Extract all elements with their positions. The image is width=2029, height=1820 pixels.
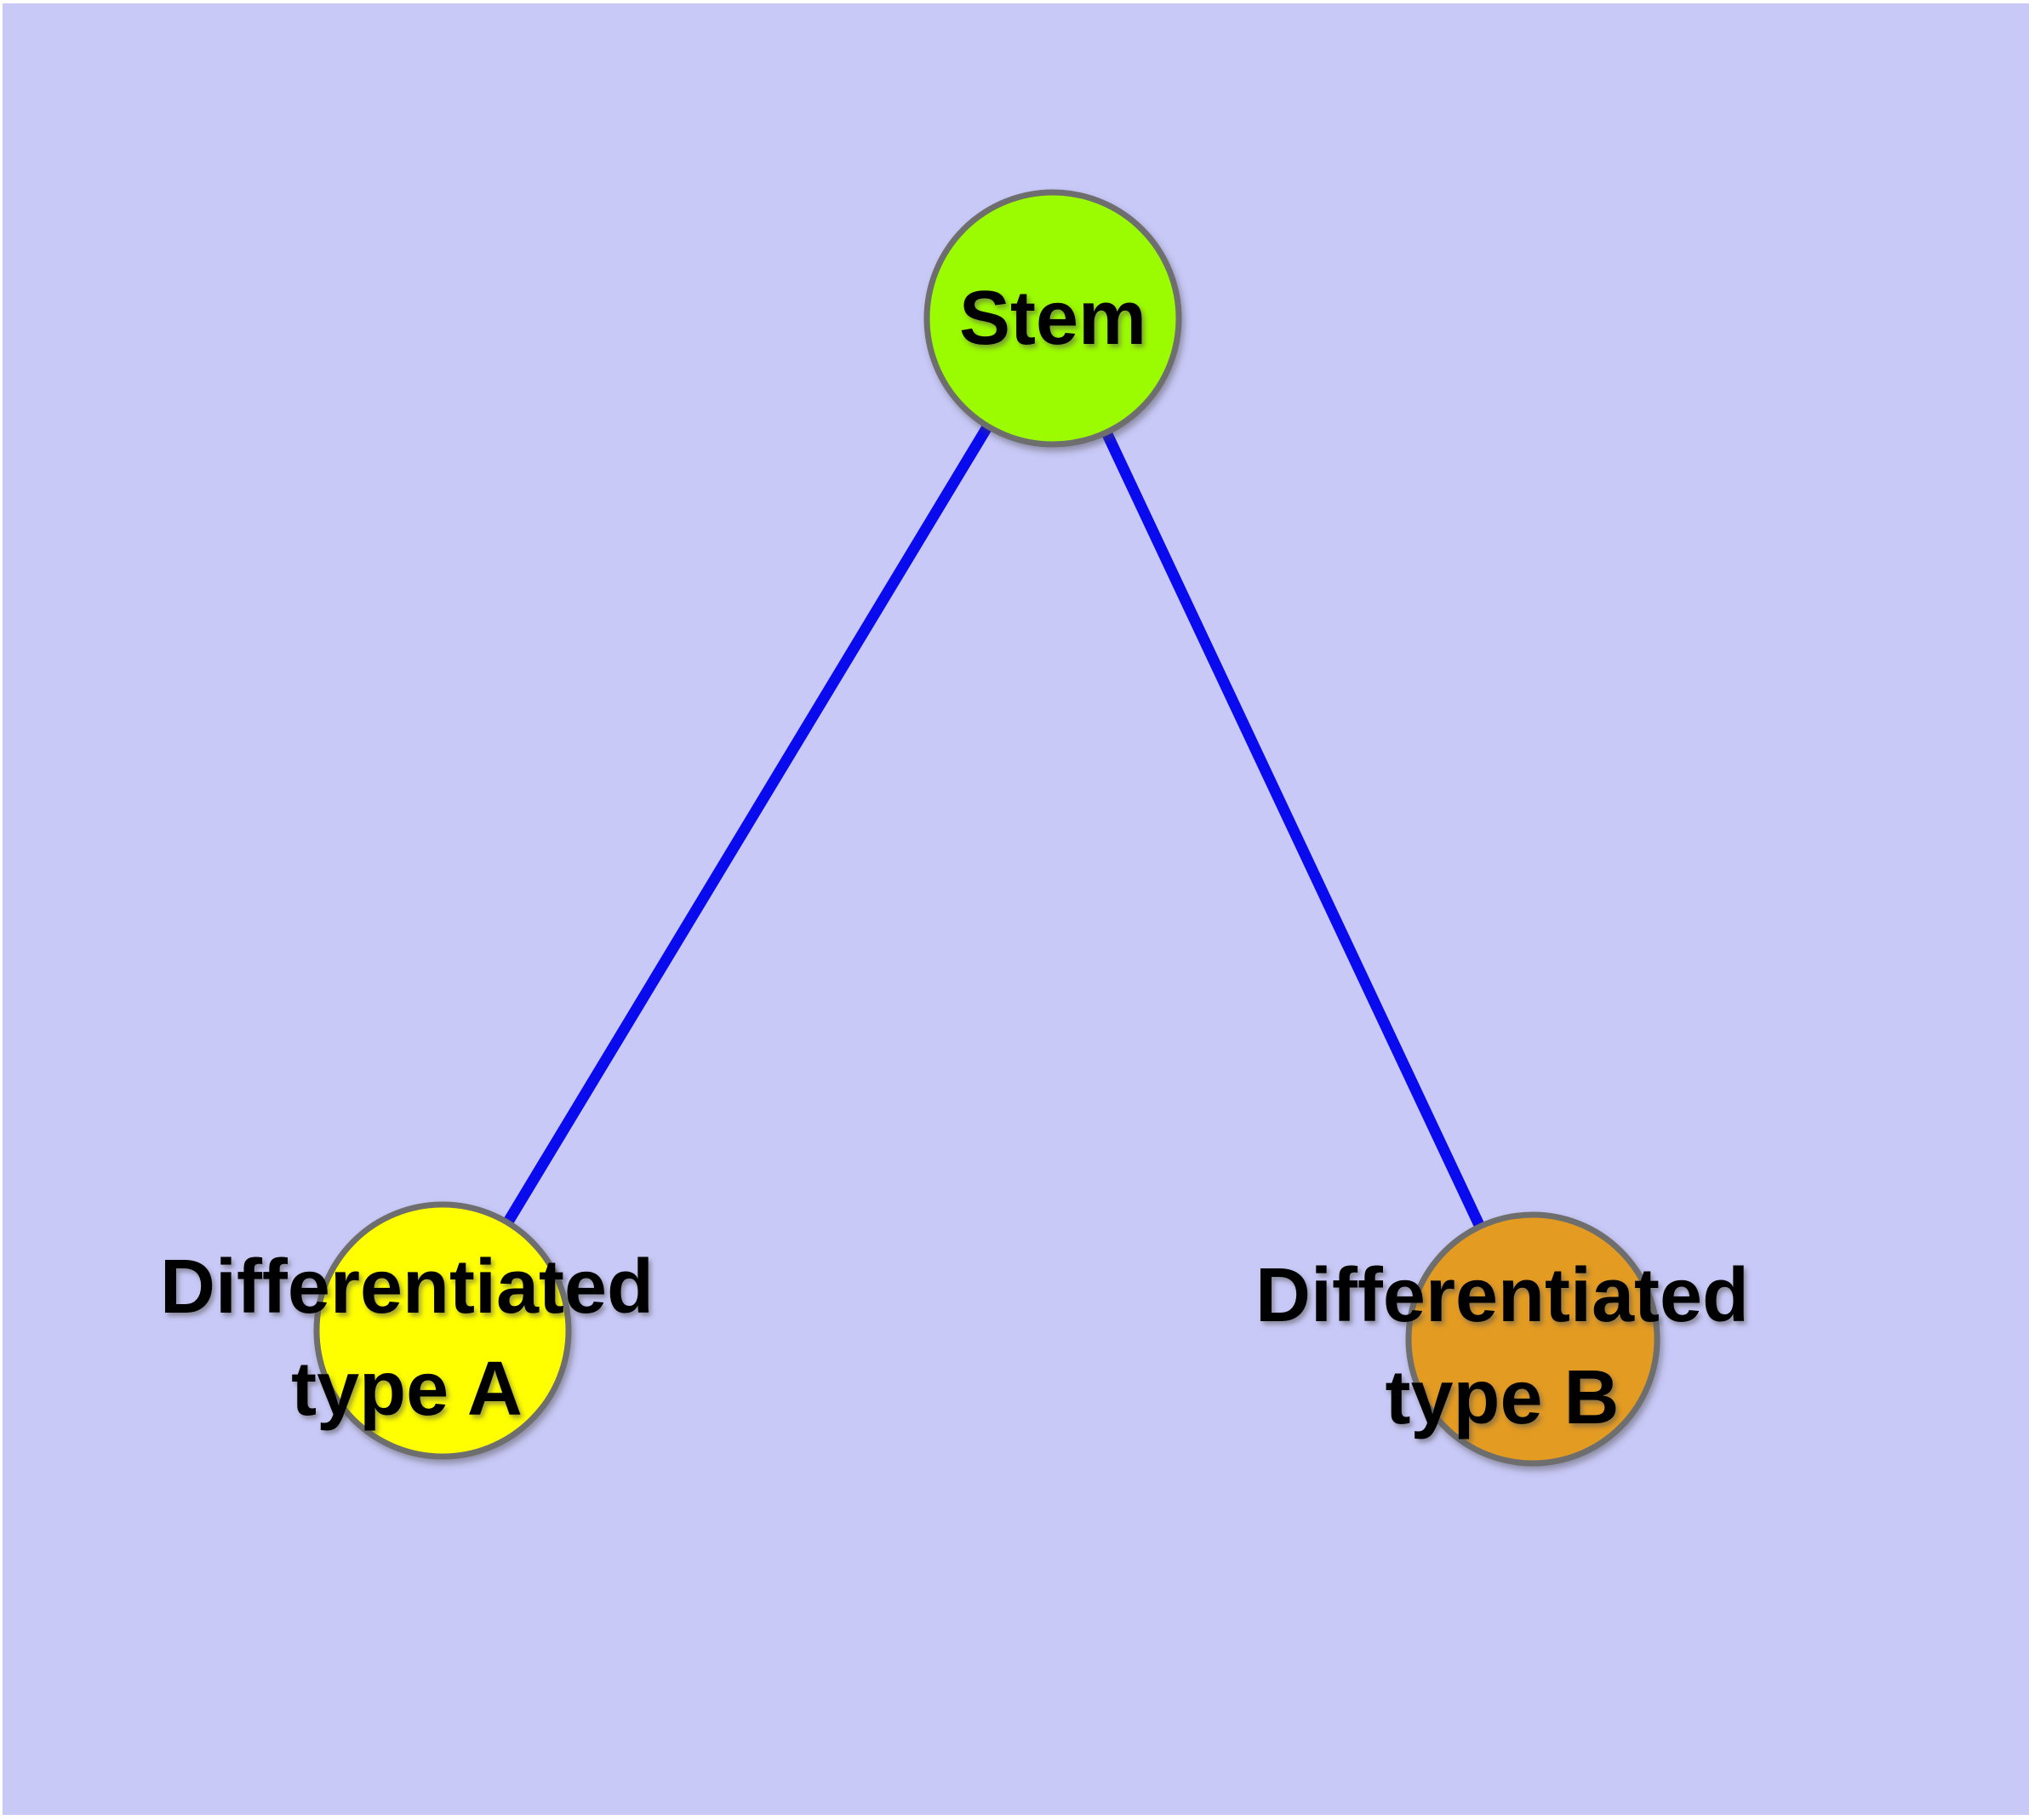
edge-group — [437, 315, 1538, 1342]
node-type-b-label-line1: Differentiated — [1255, 1253, 1749, 1338]
edge-stem-to-type-a — [437, 315, 1058, 1334]
node-differentiated-type-a — [313, 1201, 572, 1460]
node-stem — [923, 189, 1182, 448]
node-differentiated-type-b — [1405, 1211, 1660, 1467]
node-type-b-label-line2: type B — [1385, 1355, 1619, 1440]
edge-stem-to-type-b — [1048, 316, 1538, 1342]
node-stem-label: Stem — [959, 276, 1146, 361]
node-type-a-label-line2: type A — [291, 1347, 523, 1432]
node-group — [313, 189, 1660, 1467]
label-group: Stem Differentiated type A Differentiate… — [160, 276, 1749, 1440]
node-type-a-label-line1: Differentiated — [160, 1245, 654, 1330]
